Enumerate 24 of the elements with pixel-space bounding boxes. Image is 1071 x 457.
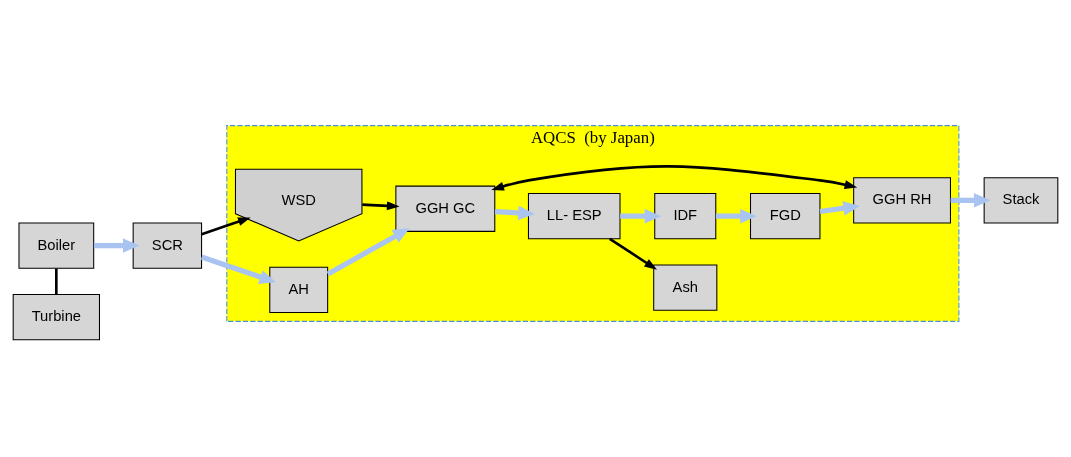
node-box: Boiler (18, 222, 95, 269)
node-box: AH (269, 266, 329, 313)
arrow (620, 208, 662, 224)
node-box: LL- ESP (527, 193, 621, 240)
node-box: IDF (654, 193, 717, 240)
arrow (715, 208, 757, 224)
connector (55, 268, 58, 295)
node-box: Turbine (12, 294, 100, 341)
node-box: GGH RH (853, 177, 951, 224)
arrow (491, 165, 858, 191)
arrow (326, 228, 410, 277)
arrow (362, 201, 400, 211)
arrow (494, 205, 535, 221)
node-box: Stack (983, 177, 1059, 224)
node-box: Ash (653, 264, 718, 311)
arrow (819, 201, 860, 216)
arrow (200, 254, 276, 284)
node-box: SCR (132, 222, 203, 269)
arrow (950, 193, 991, 208)
arrow (93, 238, 140, 253)
node-box: FGD (750, 193, 821, 240)
arrow (201, 217, 251, 236)
arrow (609, 237, 657, 270)
node-box: GGH GC (395, 185, 496, 232)
